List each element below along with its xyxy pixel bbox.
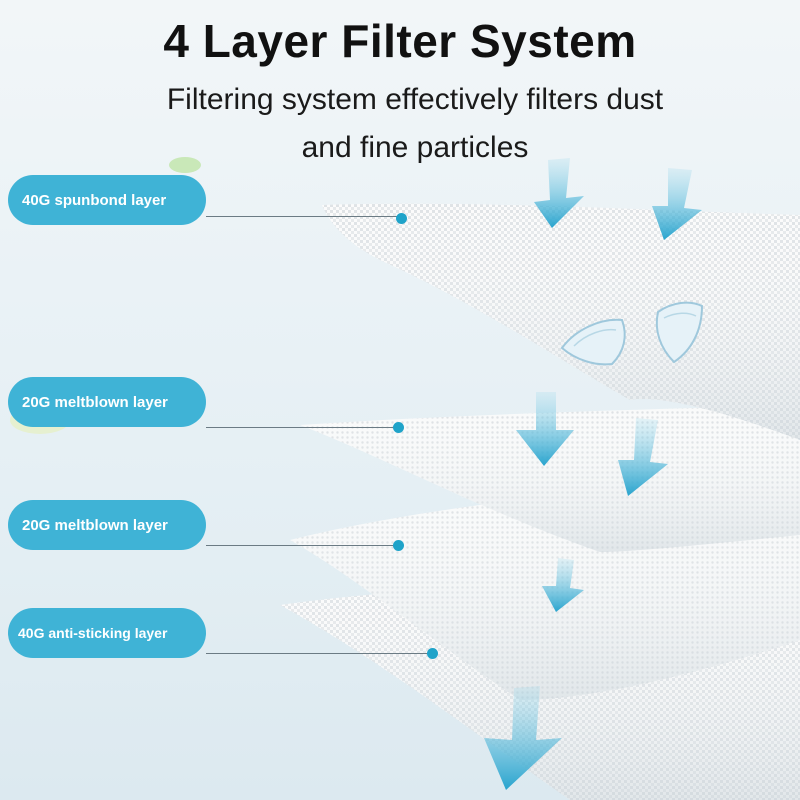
down-arrow-icon	[534, 158, 584, 228]
layer-marker-1	[396, 213, 407, 224]
layer-label-1: 40G spunbond layer	[8, 175, 206, 225]
subtitle-line-1: Filtering system effectively filters dus…	[166, 83, 664, 116]
down-arrow-icon	[652, 168, 702, 240]
down-arrow-icon	[484, 686, 562, 790]
layer-label-2: 20G meltblown layer	[8, 377, 206, 427]
leaf-decoration	[169, 157, 201, 173]
mask-icon	[655, 301, 704, 364]
layer-marker-4	[427, 648, 438, 659]
leader-line-4	[206, 653, 432, 654]
layer-marker-3	[393, 540, 404, 551]
layer-label-4: 40G anti-sticking layer	[8, 608, 206, 658]
page-title: 4 Layer Filter System	[163, 15, 637, 67]
page-subtitle: Filtering system effectively filters dus…	[100, 76, 730, 172]
layer-label-3: 20G meltblown layer	[8, 500, 206, 550]
fabric-layer-1	[322, 203, 800, 440]
subtitle-line-2: and fine particles	[301, 131, 529, 164]
fabric-layer-2	[300, 405, 800, 552]
down-arrow-icon	[542, 558, 584, 612]
leader-line-2	[206, 427, 398, 428]
leader-line-3	[206, 545, 398, 546]
leader-line-1	[206, 216, 400, 217]
mask-icon	[560, 318, 626, 366]
down-arrow-icon	[516, 392, 574, 466]
down-arrow-icon	[618, 418, 668, 496]
layer-marker-2	[393, 422, 404, 433]
